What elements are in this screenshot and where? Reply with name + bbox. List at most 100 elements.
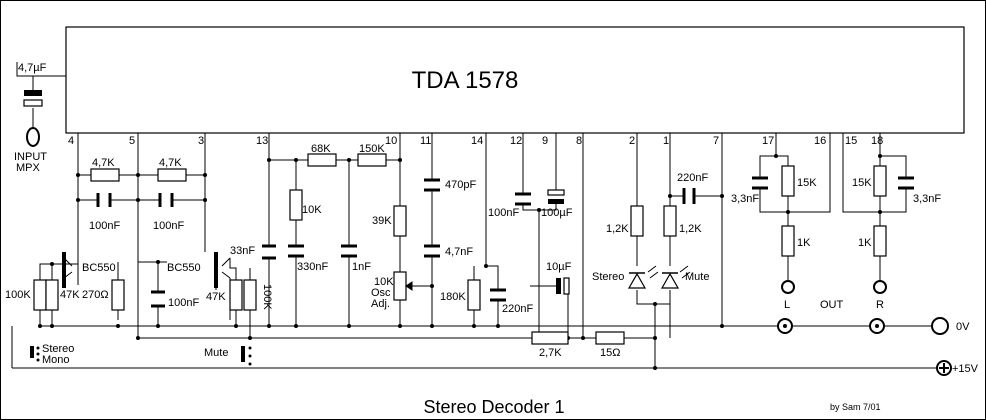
label-input: INPUT (14, 151, 47, 163)
cap-220n-a (490, 288, 506, 302)
label-c-220n-b: 220nF (677, 172, 708, 184)
label-r-100k-b: 100K (261, 284, 273, 310)
cap-1n (341, 244, 357, 258)
resistor-10k (289, 189, 303, 221)
label-pot-10k: 10K (374, 276, 394, 288)
label-r-47k-b: 47K (206, 291, 226, 303)
label-c-220n-a: 220nF (502, 303, 533, 315)
resistor-1k-b (873, 225, 887, 257)
cap-4u7 (24, 90, 42, 96)
label-gnd: 0V (956, 321, 970, 333)
label-out-r: R (876, 299, 884, 311)
resistor-39k (393, 205, 407, 237)
resistor-270 (111, 279, 125, 311)
label-r-68k: 68K (311, 143, 331, 155)
page-title: Stereo Decoder 1 (423, 397, 564, 417)
cap-100n-d (515, 192, 531, 206)
label-out: OUT (820, 299, 844, 311)
resistor-180k (467, 279, 481, 311)
transistor-q1 (62, 252, 66, 288)
pin-8: 8 (576, 135, 582, 147)
switch-mute (241, 346, 252, 366)
cap-10u (556, 278, 561, 294)
label-led-mute: Mute (685, 271, 709, 283)
cap-100u (547, 189, 565, 196)
resistor-47k (45, 279, 59, 311)
terminals (26, 127, 952, 376)
resistor-15 (595, 331, 625, 345)
terminal-0v (931, 317, 949, 335)
resistor-68k (307, 153, 337, 167)
author-note: by Sam 7/01 (830, 402, 881, 412)
label-r-1k2-a: 1,2K (606, 223, 629, 235)
label-c-4n7: 4,7nF (445, 246, 473, 258)
label-r-15k-a: 15K (797, 177, 817, 189)
label-r-15: 15Ω (600, 347, 620, 359)
label-r-180k: 180K (440, 291, 466, 303)
label-pot-adj: Adj. (371, 298, 390, 310)
transistor-q2 (214, 252, 218, 288)
pin-15: 15 (845, 135, 857, 147)
pin-2: 2 (629, 135, 635, 147)
cap-3n3-a (752, 176, 768, 190)
resistor-47k-b (229, 279, 243, 311)
label-c-33n: 33nF (230, 245, 255, 257)
pin-18: 18 (871, 135, 883, 147)
pin-11: 11 (420, 135, 431, 147)
cap-470p (424, 178, 440, 192)
label-mono-sw: Mono (42, 354, 70, 366)
label-input-sub: MPX (16, 162, 41, 174)
pin-4: 4 (68, 135, 74, 147)
cap-100n-b (158, 193, 174, 207)
label-input-cap: 4,7µF (18, 62, 47, 74)
pin-13: 13 (256, 135, 268, 147)
label-r-1k2-b: 1,2K (679, 223, 702, 235)
label-c-3n3-a: 3,3nF (731, 193, 759, 205)
pin-14: 14 (471, 135, 483, 147)
label-stereo-sw: Stereo (42, 343, 74, 355)
led-mute (660, 265, 691, 289)
label-r-270: 270Ω (82, 289, 109, 301)
ic-pin-numbers: 4 5 3 13 10 11 14 12 9 8 2 1 7 17 16 15 … (68, 135, 883, 147)
label-mute-sw: Mute (204, 347, 228, 359)
label-pot-osc: Osc (371, 287, 391, 299)
junctions (38, 154, 882, 370)
label-c-100n-d: 100nF (488, 207, 519, 219)
resistor-150k (357, 153, 387, 167)
pin-7: 7 (713, 135, 719, 147)
resistor-1k2-a (630, 205, 644, 237)
label-c-100n-a: 100nF (89, 220, 120, 232)
component-labels: 4,7µF INPUT MPX 4,7K 4,7K 100nF 100nF 10… (5, 62, 979, 375)
pin-3: 3 (198, 135, 204, 147)
switch-stereo-mono (30, 346, 40, 362)
label-r-47k-a: 47K (60, 289, 80, 301)
resistor-2k7 (531, 331, 569, 345)
label-c-100u: 100µF (541, 207, 573, 219)
cap-100n-c (151, 290, 165, 308)
label-r-2k7: 2,7K (539, 347, 562, 359)
pin-17: 17 (762, 135, 774, 147)
label-r-1k-b: 1K (858, 237, 872, 249)
label-c-100n-b: 100nF (153, 220, 184, 232)
ic-tda1578 (65, 26, 965, 134)
pin-10: 10 (385, 135, 397, 147)
ic-name: TDA 1578 (412, 67, 519, 94)
pot-10k (393, 271, 407, 301)
resistor-1k2-b (663, 205, 677, 237)
led-stereo (627, 265, 659, 289)
label-r-1k-a: 1K (797, 237, 811, 249)
label-c-330n: 330nF (297, 261, 328, 273)
label-q2: BC550 (167, 262, 201, 274)
resistor-100k (33, 279, 47, 311)
label-c-1n: 1nF (352, 261, 371, 273)
terminal-input (26, 127, 40, 147)
label-q1: BC550 (82, 262, 116, 274)
label-c-100n-c: 100nF (168, 297, 199, 309)
pin-12: 12 (510, 135, 522, 147)
label-r-39k: 39K (372, 215, 392, 227)
pin-16: 16 (814, 135, 826, 147)
terminal-r (873, 280, 887, 294)
resistors (33, 153, 887, 345)
